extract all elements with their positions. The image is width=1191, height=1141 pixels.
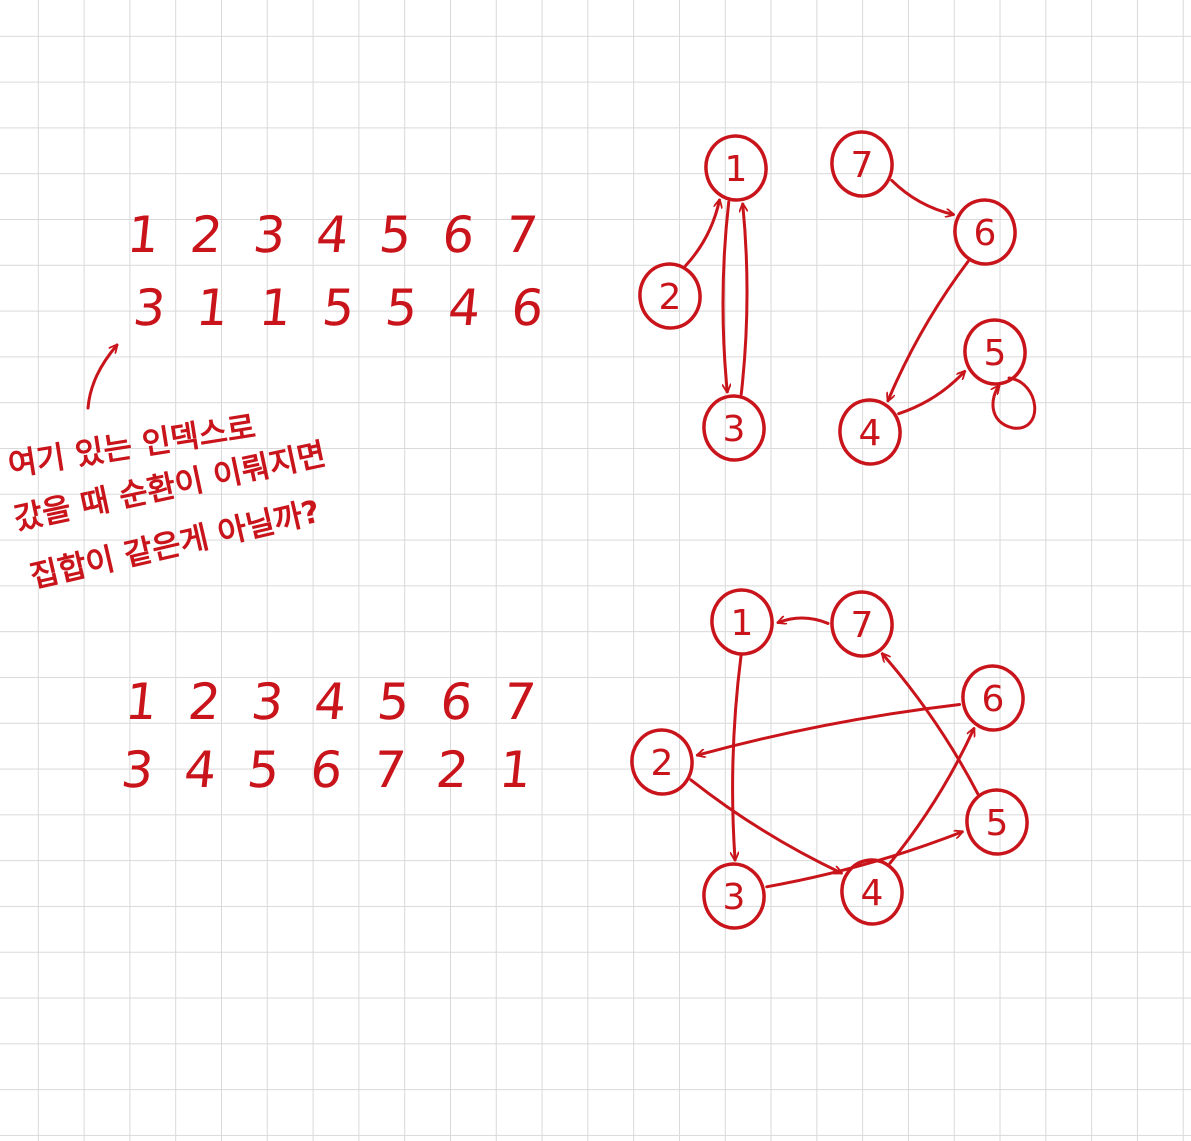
node-circle [830,590,894,658]
node-circle [965,788,1029,856]
node-label: 1 [725,149,748,190]
node-circle [840,858,904,926]
pointer-arrow [86,345,117,410]
node-label: 7 [851,605,874,646]
node-label: 2 [659,277,682,318]
graph-edge [897,371,965,416]
node-label: 4 [861,873,884,914]
node-circle [953,198,1017,266]
example2-graph: 1 2 3 4 5 6 7 [630,588,1029,930]
node-circle [961,664,1025,732]
graph-edge [697,702,962,755]
graph-edge [689,778,841,873]
node-circle [638,262,702,330]
node-label: 6 [974,213,997,254]
node-label: 7 [851,145,874,186]
node-circle [838,398,902,466]
node-circle [830,130,894,198]
self-loop-edge [993,376,1037,430]
node-circle [710,588,774,656]
node-label: 3 [723,877,746,918]
node-label: 6 [982,679,1005,720]
graph-edge [733,654,743,862]
node-circle [630,728,694,796]
node-circle [702,394,766,462]
graph-edge [765,832,963,889]
node-circle [704,134,768,202]
graph-edge [882,654,980,796]
graph-edge [890,178,954,214]
node-circle [963,318,1027,386]
node-circle [702,862,766,930]
graph-edge [778,618,830,625]
node-label: 5 [984,333,1007,374]
example1-graph: 1 2 3 4 5 6 7 [638,130,1037,466]
graph-edge [721,200,729,394]
node-label: 1 [731,603,754,644]
node-label: 4 [859,413,882,454]
node-label: 2 [651,743,674,784]
graph-edge [888,729,974,865]
graph-edge [741,202,749,396]
node-label: 5 [986,803,1009,844]
graph-edge [888,259,970,400]
node-label: 3 [723,409,746,450]
graph-edge [684,200,720,268]
